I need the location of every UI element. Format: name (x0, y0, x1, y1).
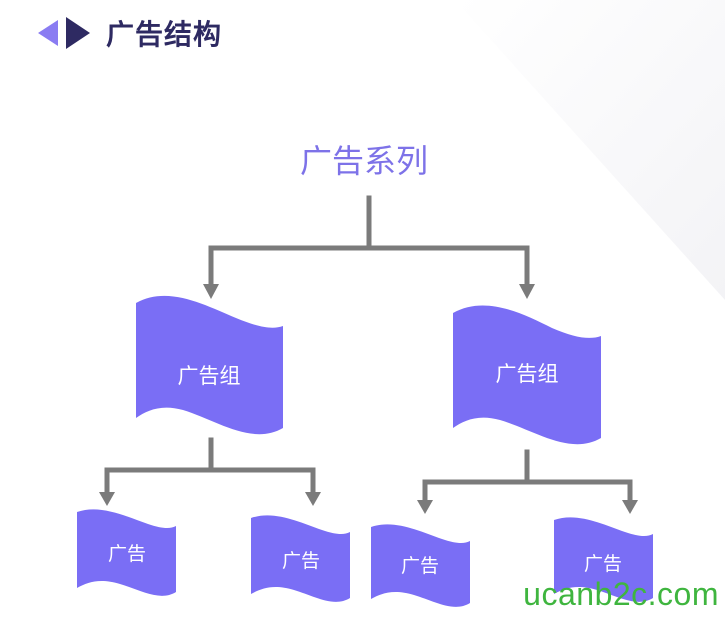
ad-node: 广告 (371, 524, 470, 607)
triangle-left-icon (38, 20, 58, 46)
arrowhead (305, 492, 321, 506)
arrowhead (519, 284, 535, 299)
flag-shape (453, 305, 601, 445)
ad-node: 广告 (554, 517, 653, 602)
header-arrows (36, 15, 92, 51)
ad-label: 广告 (584, 553, 622, 575)
arrowhead (99, 492, 115, 506)
ad-group-node: 广告组 (453, 305, 601, 445)
group-right-connector (422, 449, 633, 508)
root-node-label: 广告系列 (300, 142, 428, 180)
ad-label: 广告 (282, 550, 320, 572)
ad-group-label: 广告组 (496, 362, 559, 386)
page-title: 广告结构 (106, 18, 223, 51)
background-decoration (455, 0, 725, 300)
ad-group-label: 广告组 (178, 364, 241, 388)
page-header: 广告结构 (36, 10, 222, 56)
ad-label: 广告 (108, 543, 146, 565)
ad-group-node: 广告组 (136, 295, 283, 435)
triangle-right-icon (66, 17, 90, 49)
connectors (104, 195, 633, 508)
root-connector (208, 195, 530, 291)
arrowheads (99, 284, 638, 514)
flag-shape (77, 509, 176, 596)
ad-node: 广告 (77, 509, 176, 596)
watermark: ucanb2c.com (523, 576, 719, 612)
flag-shape (371, 524, 470, 607)
flag-shape (136, 295, 283, 435)
flag-shape (251, 515, 350, 602)
group-left-connector (104, 437, 316, 498)
arrowhead (417, 500, 433, 514)
arrowhead (203, 284, 219, 299)
ad-node: 广告 (251, 515, 350, 602)
ad-label: 广告 (401, 555, 439, 577)
flag-shape (554, 517, 653, 602)
arrowhead (622, 500, 638, 514)
